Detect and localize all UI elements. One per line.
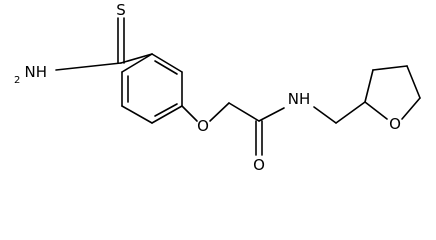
bond-ch2-ring	[335, 101, 366, 124]
atom-amide-nh: NH	[288, 90, 311, 108]
atom-labels: S NH 2 O O NH O	[14, 1, 401, 174]
thf-ring	[364, 65, 421, 120]
bond-ch2-c	[228, 102, 260, 122]
benzene-ring	[121, 53, 183, 124]
bond-nh-ch2	[313, 106, 337, 124]
amide-group	[255, 101, 366, 156]
atom-s: S	[116, 1, 126, 19]
thf-bond-5	[364, 101, 388, 120]
thf-bond-3	[406, 65, 421, 99]
ring-bond-4	[121, 105, 153, 124]
bond-o-ch2	[209, 102, 230, 122]
bond-c-ring	[120, 53, 153, 64]
atom-nh2-subscript: 2	[14, 75, 20, 86]
atom-nh2: NH	[25, 63, 48, 81]
ring-bond-3	[151, 105, 183, 124]
ring-double-1	[154, 60, 178, 75]
bond-c-nh	[258, 107, 285, 122]
atom-ether-o: O	[197, 117, 209, 135]
atom-carbonyl-o: O	[253, 156, 265, 174]
thf-bond-2	[372, 65, 408, 71]
ether-linker	[181, 102, 260, 122]
ring-double-2	[154, 103, 178, 117]
ring-bond-6	[121, 53, 153, 73]
thioamide-group	[55, 17, 153, 71]
atom-ring-o: O	[389, 115, 401, 133]
chemical-structure: S NH 2 O O NH O	[14, 1, 421, 174]
ring-bond-1	[151, 53, 183, 73]
bond-ring-o	[181, 105, 198, 122]
thf-bond-4	[401, 97, 421, 120]
bond-c-nh2	[55, 62, 122, 71]
thf-bond-1	[364, 69, 374, 103]
